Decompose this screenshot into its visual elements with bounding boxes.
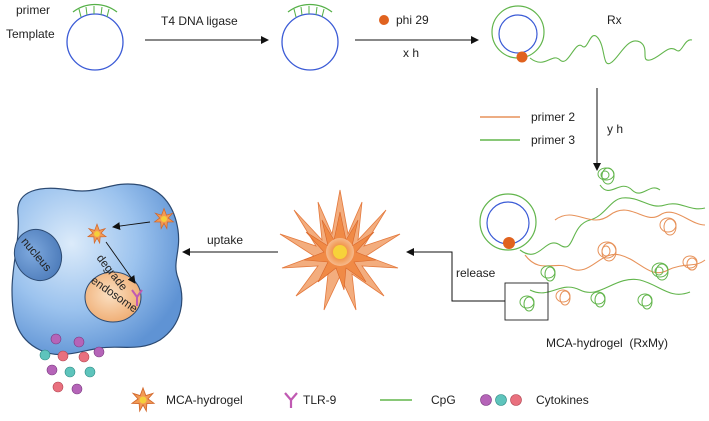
y-h-label: y h: [607, 122, 624, 136]
cytokines-icon: [480, 394, 522, 406]
rca-product-rx: [491, 5, 693, 65]
endosome: [84, 271, 142, 323]
hydrogel-caption: MCA-hydrogel (RxMy): [546, 336, 669, 350]
nucleus: [13, 229, 63, 281]
mca-hydrogel-flower: [279, 189, 401, 311]
release-label: release: [456, 266, 496, 280]
template-circle-1: [66, 3, 124, 71]
rx-label: Rx: [607, 13, 622, 27]
legend-label-tlr9: TLR-9: [303, 393, 337, 407]
template-label: Template: [6, 27, 55, 41]
hydrogel-network: [479, 167, 706, 321]
cell: [11, 183, 183, 356]
primer2-label: primer 2: [531, 110, 576, 124]
legend-label-cytokines: Cytokines: [536, 393, 589, 407]
x-h-label: x h: [403, 46, 420, 60]
release-arrow: [406, 248, 505, 302]
cytokines-released: [39, 333, 105, 395]
legend-label-cpg: CpG: [431, 393, 456, 407]
phi29-dot: [379, 15, 389, 25]
primer-label: primer: [16, 3, 51, 17]
ligase-label: T4 DNA ligase: [161, 14, 238, 28]
legend-label-mca: MCA-hydrogel: [166, 393, 243, 407]
uptake-label: uptake: [207, 233, 244, 247]
tlr9-in-endosome: [131, 289, 143, 306]
mca-hydrogel-icon: [131, 387, 155, 412]
tlr9-icon: [284, 392, 298, 408]
template-circle-2: [281, 3, 339, 71]
phi29-label: phi 29: [396, 13, 429, 27]
primer3-label: primer 3: [531, 133, 576, 147]
